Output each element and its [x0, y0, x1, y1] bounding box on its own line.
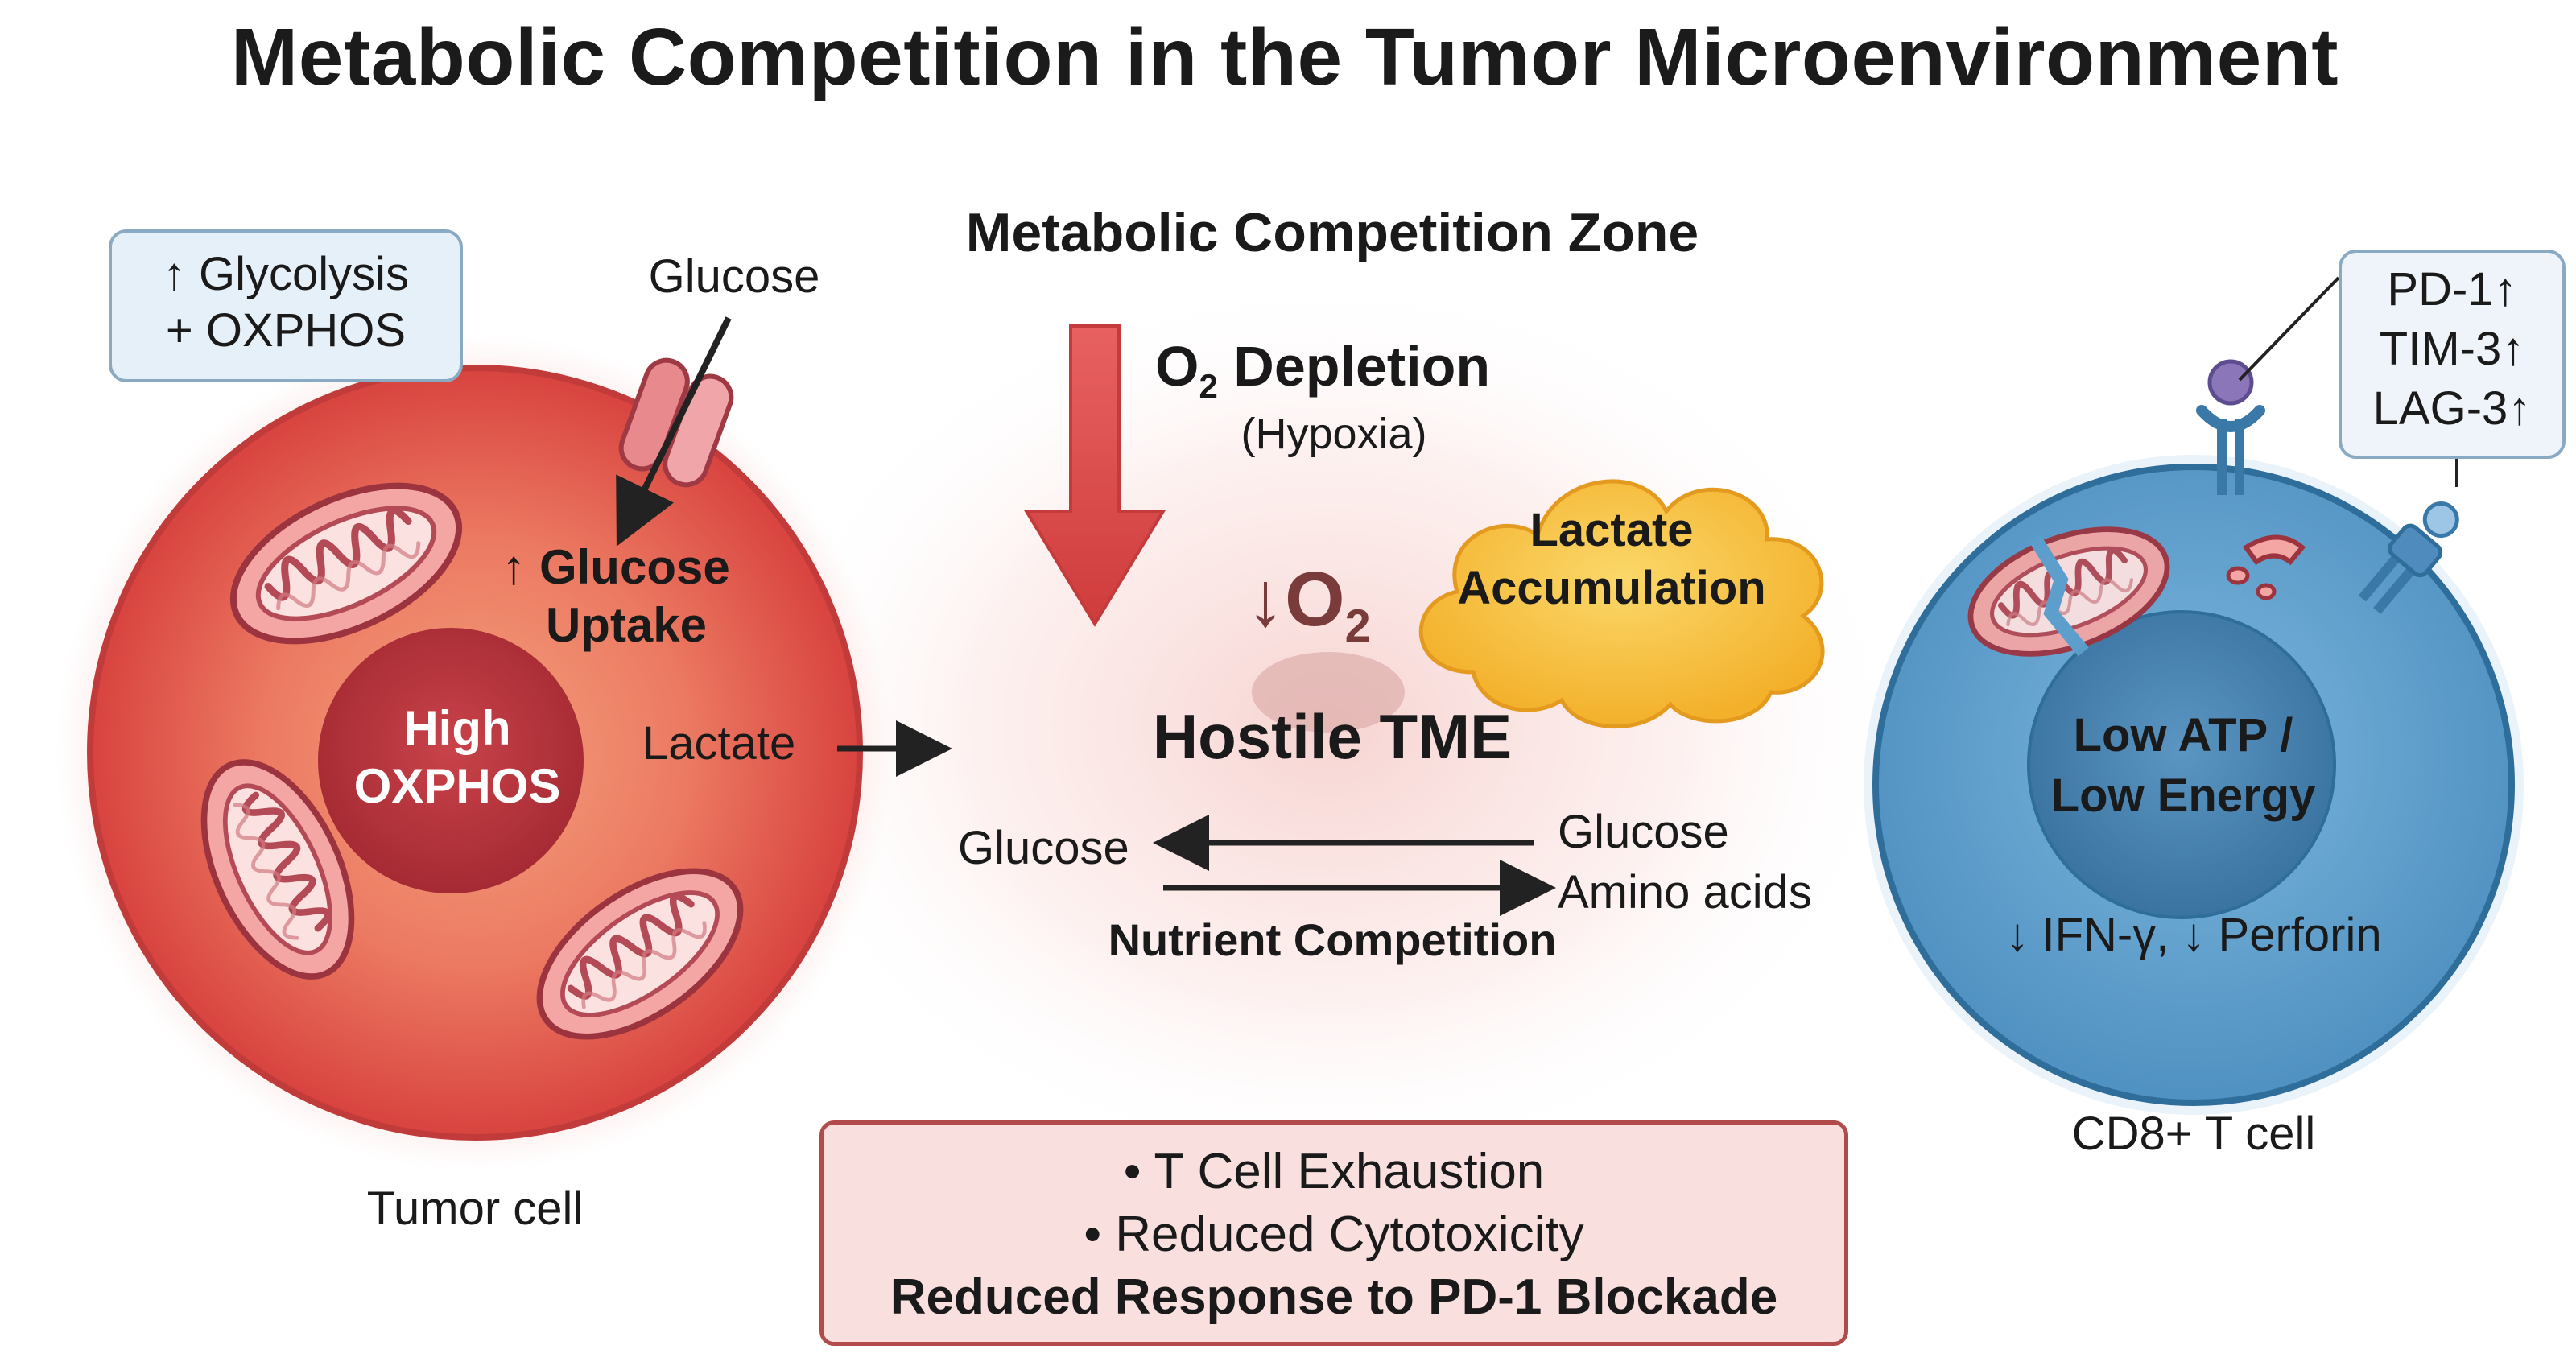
lactate-accumulation-label: Lactate	[1530, 504, 1694, 556]
receptor-callout-line	[2238, 276, 2340, 382]
glucose-label-tumor: Glucose	[648, 250, 820, 303]
mitochondrion-fragment-icon	[2226, 534, 2306, 600]
lactate-cloud-icon	[1418, 479, 1825, 728]
pd1-receptor-icon	[2196, 359, 2265, 495]
checkpoint-receptor-box: PD-1↑ TIM-3↑ LAG-3↑	[2339, 250, 2566, 459]
glucose-right-label: Glucose	[1558, 806, 1729, 858]
glucose-uptake-label-2: Uptake	[545, 598, 708, 652]
o2-depletion-arrow	[1023, 324, 1166, 627]
tcell-effector-label: ↓ IFN-γ, ↓ Perforin	[2005, 909, 2382, 961]
glucose-transporter-icon	[618, 357, 734, 488]
low-o2-shadow	[1252, 652, 1405, 733]
outcome-box: • T Cell Exhaustion • Reduced Cytotoxici…	[819, 1120, 1848, 1346]
oxphos-label: + OXPHOS	[165, 304, 407, 357]
lag3-label: LAG-3↑	[2372, 382, 2532, 435]
tcell-nucleus	[2027, 610, 2336, 919]
outcome-pd1-response: Reduced Response to PD-1 Blockade	[890, 1269, 1778, 1325]
glucose-uptake-label: ↑ Glucose	[502, 540, 730, 594]
tumor-nucleus-label: High	[403, 701, 511, 755]
hostile-tme-label: Hostile TME	[1152, 701, 1513, 772]
glucose-uptake-arrow	[616, 316, 732, 547]
tumor-cell	[56, 334, 894, 1171]
hypoxia-label: (Hypoxia)	[1241, 410, 1427, 458]
nutrient-competition-label: Nutrient Competition	[1108, 914, 1557, 965]
tcell-nucleus-label-2: Low Energy	[2050, 770, 2316, 822]
pd1-label: PD-1↑	[2387, 263, 2517, 316]
low-o2-label: ↓O2	[1246, 556, 1371, 653]
damaged-mitochondrion-icon	[1951, 499, 2186, 685]
amino-acids-label: Amino acids	[1558, 866, 1812, 918]
outcome-exhaustion: • T Cell Exhaustion	[1123, 1144, 1545, 1199]
tcell-caption: CD8+ T cell	[2071, 1108, 2316, 1160]
competition-zone-heading: Metabolic Competition Zone	[965, 202, 1699, 263]
tumor-metabolism-box: ↑ Glycolysis + OXPHOS	[109, 229, 463, 382]
outcome-cytotoxicity: • Reduced Cytotoxicity	[1084, 1207, 1584, 1262]
glycolysis-label: ↑ Glycolysis	[162, 248, 410, 300]
tim3-receptor-icon	[2358, 501, 2459, 614]
glucose-left-label: Glucose	[958, 822, 1129, 874]
tcell-nucleus-label: Low ATP /	[2073, 709, 2293, 761]
tumor-nucleus	[318, 628, 584, 893]
tim3-label: TIM-3↑	[2379, 323, 2525, 375]
cd8-t-cell	[1864, 455, 2524, 1115]
lactate-accumulation-label-2: Accumulation	[1457, 562, 1766, 614]
o2-depletion-label: O2 Depletion	[1155, 335, 1491, 405]
lactate-label: Lactate	[642, 717, 796, 770]
tumor-cell-caption: Tumor cell	[366, 1182, 584, 1235]
tumor-nucleus-label-2: OXPHOS	[353, 759, 561, 813]
page-title: Metabolic Competition in the Tumor Micro…	[230, 12, 2339, 102]
